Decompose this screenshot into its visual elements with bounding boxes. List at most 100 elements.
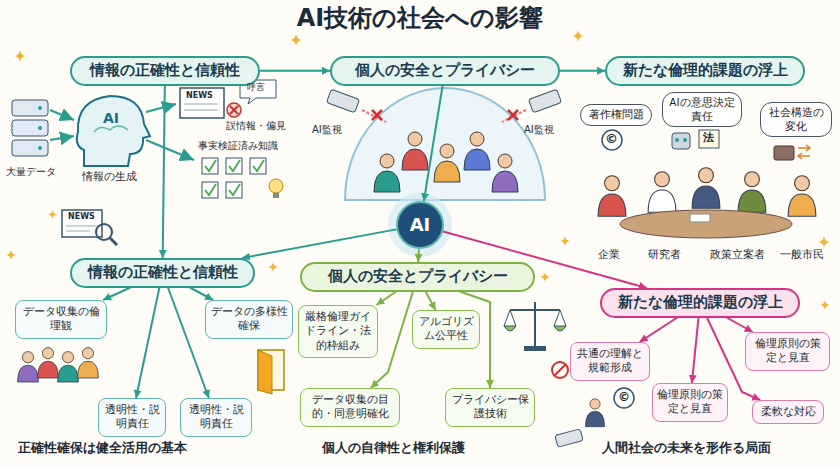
check-boxes (202, 182, 218, 198)
illustration-label: NEWS (68, 212, 95, 222)
bottom-cameras (555, 429, 583, 447)
ai-glow (388, 193, 452, 257)
people-group (18, 348, 99, 382)
meeting-scene (620, 210, 792, 238)
sparkles (268, 262, 278, 272)
topic-header: 情報の正確性と信頼性 (70, 56, 260, 86)
sparkles (572, 30, 584, 42)
meeting-scene (690, 214, 710, 222)
illustration-label: 一般市民 (780, 248, 824, 261)
item-box: 透明性・説明責任 (98, 398, 166, 437)
node-text: データの多様性確保 (210, 305, 288, 334)
people-group (58, 352, 79, 382)
data-servers (12, 140, 48, 156)
check-boxes (226, 158, 242, 174)
sparkles (820, 300, 830, 310)
privacy-dome (374, 154, 400, 192)
justice-scales (534, 302, 536, 346)
justice-scales (560, 310, 566, 326)
meeting-scene (675, 138, 679, 142)
connector (136, 288, 159, 399)
branch-header: 個人の安全とプライバシー (300, 262, 535, 292)
connector (103, 288, 130, 301)
data-servers (38, 106, 42, 110)
node-text: AIの意思決定責任 (667, 96, 737, 123)
topic-header: 個人の安全とプライバシー (330, 56, 560, 86)
sparkles (818, 236, 830, 248)
news-paper (227, 103, 241, 117)
privacy-dome (464, 132, 490, 170)
surveillance-camera (508, 110, 518, 120)
illustration-label: 情報の生成 (82, 170, 137, 183)
connector (560, 70, 605, 72)
news-magnifier (62, 210, 117, 245)
illustration-label: 大量データ (6, 166, 56, 178)
node-text: 情報の正確性と信頼性 (80, 263, 245, 283)
news-paper (184, 110, 218, 111)
connector (163, 86, 165, 259)
data-servers (12, 100, 48, 116)
justice-scales (510, 310, 516, 326)
node-text: データ収集の倫理観 (20, 305, 102, 334)
connector (168, 288, 209, 399)
open-door (258, 350, 272, 394)
illustration-label: 呼言 (247, 82, 265, 93)
surveillance-camera (529, 89, 562, 112)
meeting-scene (602, 130, 622, 150)
justice-scales (504, 310, 510, 326)
illustration-label: 誤情報・偏見 (226, 120, 286, 132)
news-magnifier (96, 224, 112, 240)
sparkles (48, 210, 57, 219)
illustration-label: 研究者 (648, 248, 681, 261)
illustration-label: 正確性確保は健全活用の基本 (18, 440, 187, 456)
node-text: AI (396, 201, 444, 249)
speech-bubble: 著作権問題 (580, 104, 652, 126)
people-group (78, 348, 99, 378)
news-magnifier (110, 238, 117, 245)
meeting-scene (738, 172, 766, 213)
speech-bubble: AIの意思決定責任 (662, 92, 742, 127)
connector (260, 70, 330, 72)
ai-circle-shape (397, 202, 443, 248)
node-text: 社会構造の変化 (765, 106, 827, 133)
item-box: アルゴリズム公平性 (412, 310, 480, 349)
illustration-label: AI監視 (524, 124, 554, 136)
check-boxes (229, 184, 240, 195)
node-text: 個人の安全とプライバシー (340, 61, 550, 81)
node-text: 厳格倫理ガイドライン・法的枠組み (303, 310, 373, 353)
surveillance-camera (362, 110, 386, 122)
news-paper (230, 106, 238, 114)
data-servers (38, 146, 42, 150)
illustration-label: NEWS (186, 91, 213, 101)
node-text: 透明性・説明責任 (103, 403, 161, 432)
surveillance-camera (327, 89, 360, 112)
node-text: データ収集の目的・同意明確化 (305, 393, 395, 422)
node-text: 透明性・説明責任 (185, 403, 247, 432)
sparkles (290, 34, 302, 46)
news-paper (180, 88, 224, 118)
node-text: 著作権問題 (585, 108, 647, 122)
check-boxes (273, 193, 279, 198)
surveillance-camera (327, 89, 562, 122)
justice-scales (554, 310, 560, 326)
check-boxes (202, 158, 218, 174)
branch-header: 新たな倫理的課題の浮上 (600, 288, 800, 318)
speech-bubble: 社会構造の変化 (760, 102, 832, 137)
node-text: 倫理原則の策定と見直 (657, 388, 723, 417)
check-boxes (253, 160, 264, 171)
item-box: 倫理原則の策定と見直 (652, 383, 728, 422)
node-text: 共通の理解と規範形成 (575, 347, 645, 376)
data-servers (50, 110, 74, 120)
check-boxes (205, 184, 216, 195)
privacy-dome (345, 88, 545, 200)
people-group (18, 352, 39, 382)
connector (424, 86, 443, 202)
privacy-dome (402, 132, 428, 170)
privacy-dome (492, 154, 518, 192)
copyright-person (585, 399, 604, 427)
node-text: 柔軟な対応 (757, 405, 819, 419)
sparkles (540, 272, 550, 282)
news-paper (184, 104, 218, 105)
illustration-label: © (618, 390, 630, 404)
